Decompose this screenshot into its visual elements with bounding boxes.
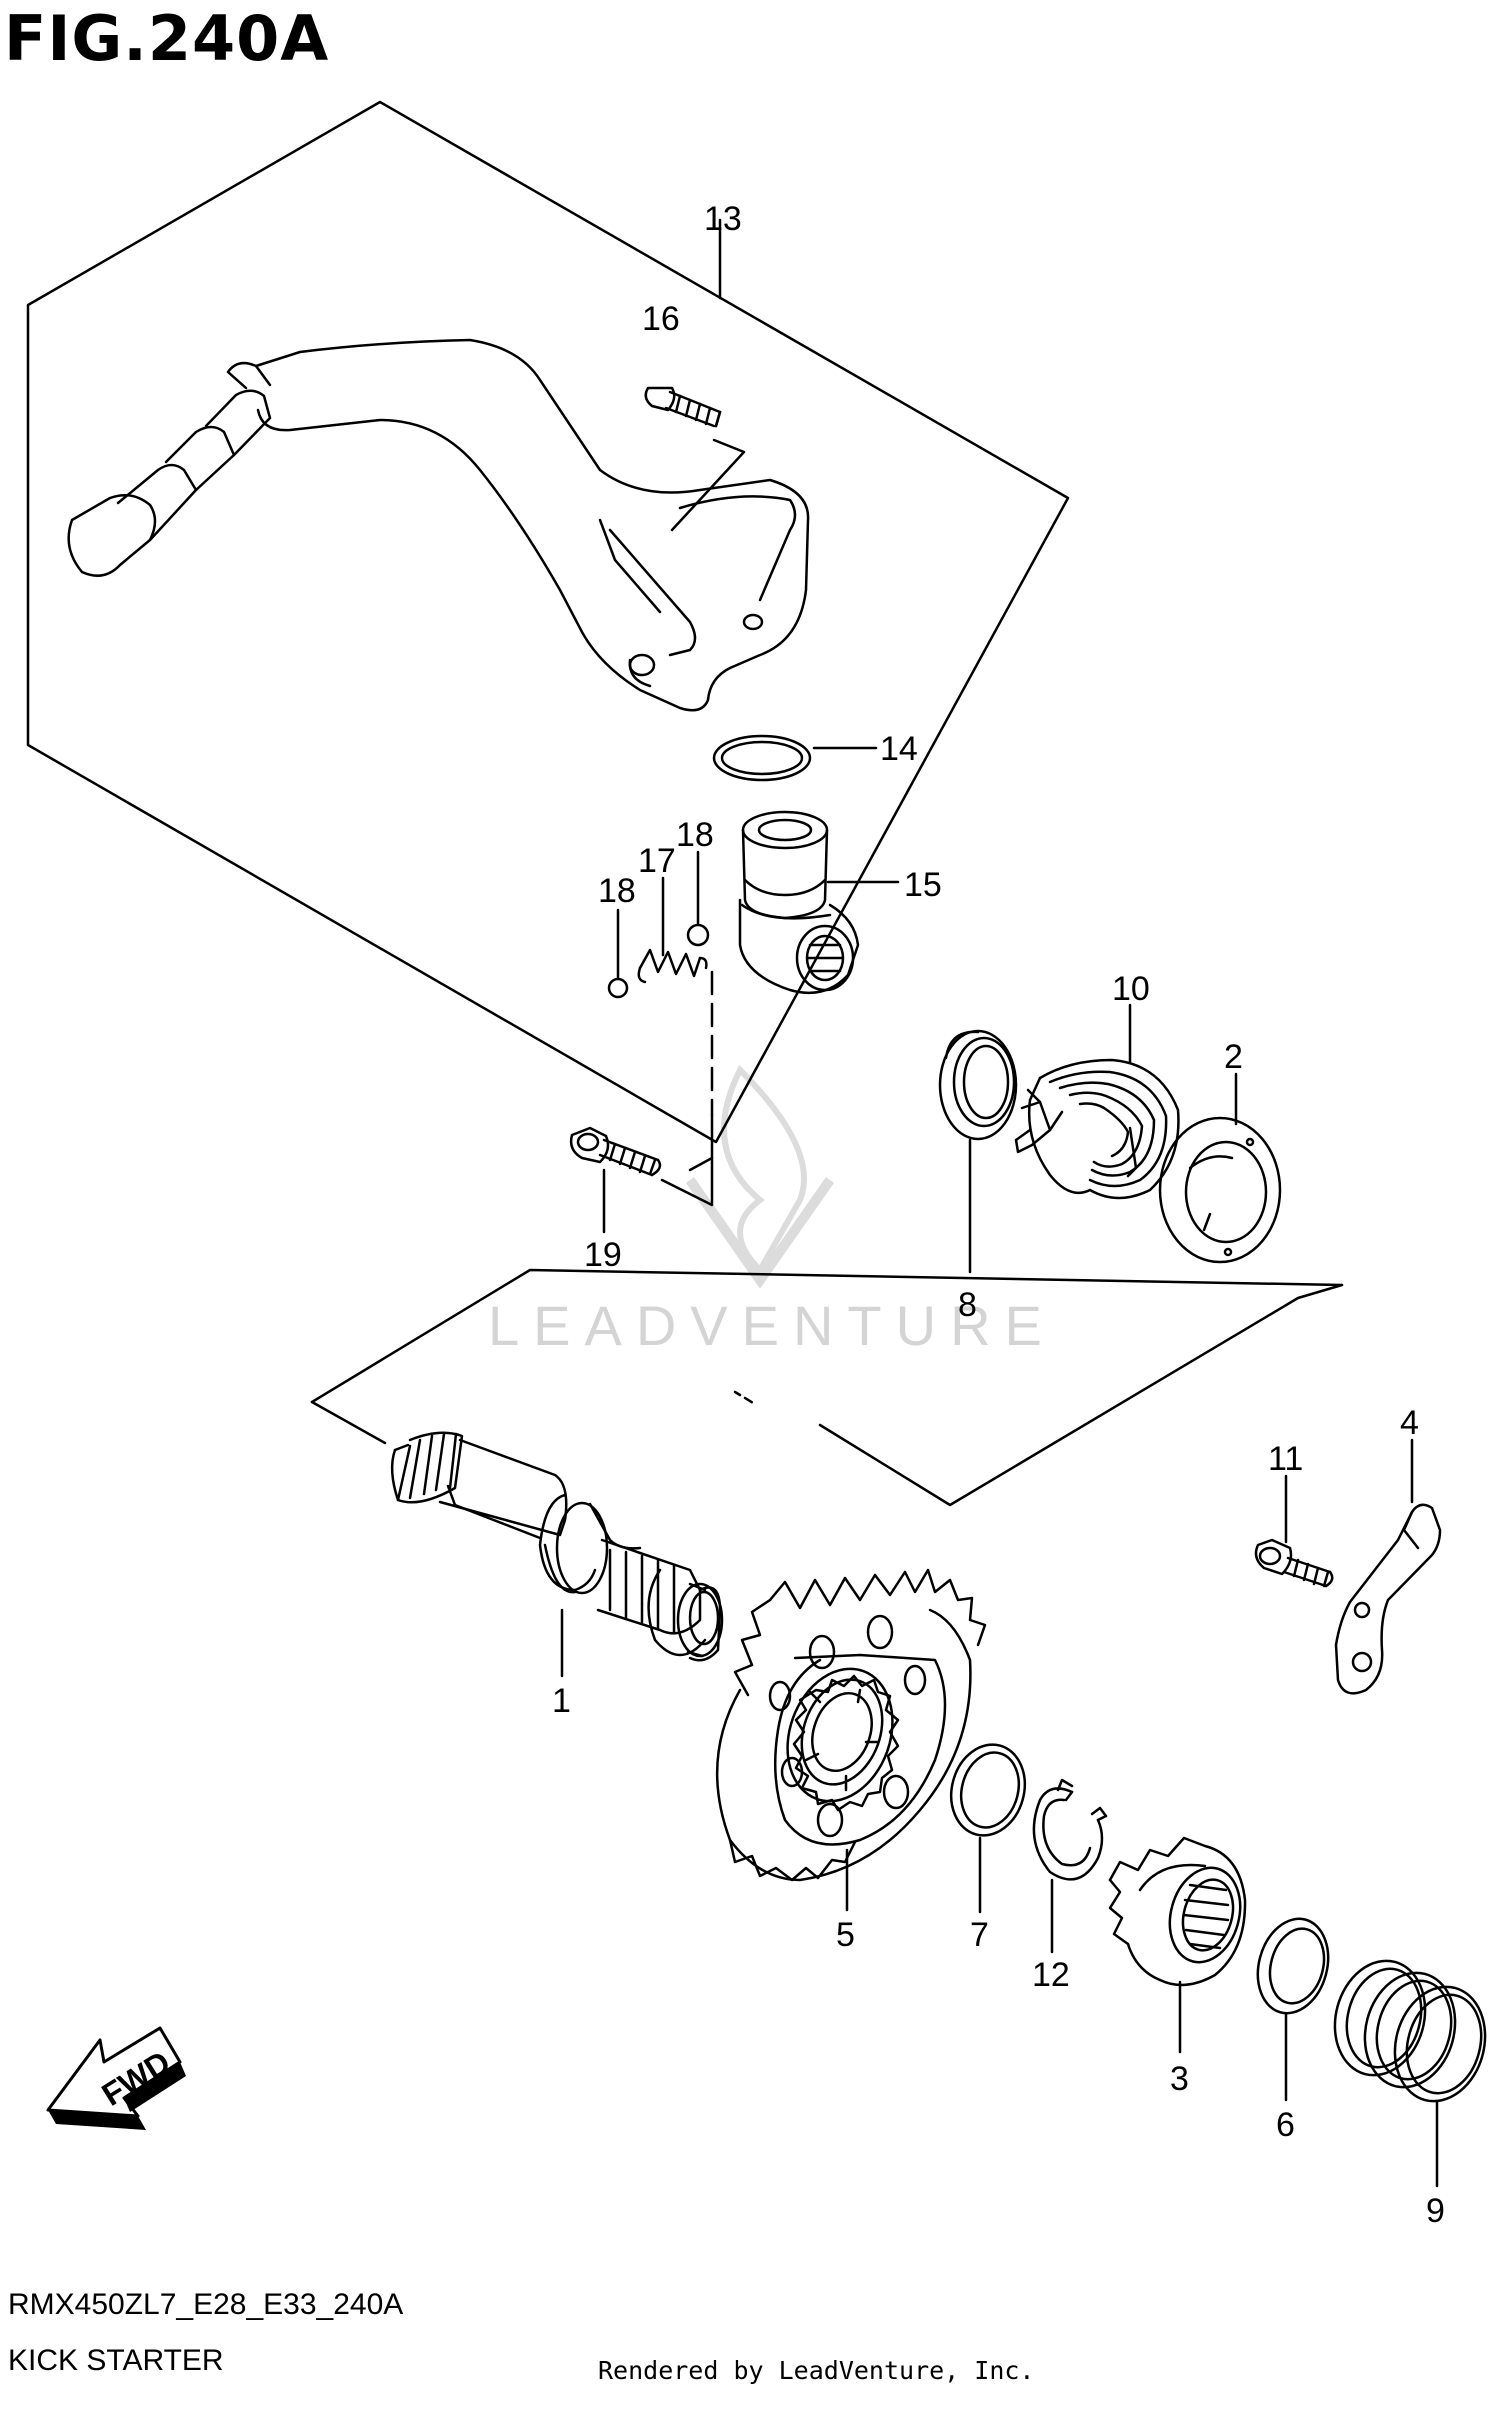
kick-shaft-1-part bbox=[390, 1431, 724, 1662]
callout-13: 13 bbox=[704, 200, 742, 238]
fwd-arrow-icon: FWD bbox=[46, 2026, 186, 2130]
callout-10: 10 bbox=[1112, 970, 1150, 1008]
callout-18a: 18 bbox=[598, 872, 636, 910]
callout-1: 1 bbox=[552, 1682, 571, 1720]
callout-5: 5 bbox=[836, 1916, 855, 1954]
spring-9-part bbox=[1333, 1959, 1487, 2103]
callout-11: 11 bbox=[1268, 1440, 1303, 1478]
callout-14: 14 bbox=[880, 730, 918, 768]
ratchet-3-part bbox=[1108, 1836, 1247, 1987]
watermark: LEADVENTURE bbox=[488, 1064, 1056, 1357]
kick-spring-10-part bbox=[1014, 1058, 1180, 1200]
callout-3: 3 bbox=[1170, 2060, 1189, 2098]
callout-9: 9 bbox=[1426, 2192, 1445, 2230]
callout-17: 17 bbox=[638, 842, 676, 880]
callout-7: 7 bbox=[970, 1916, 989, 1954]
shaft-assembly-box bbox=[310, 1268, 1344, 1404]
callout-4: 4 bbox=[1400, 1404, 1419, 1442]
callout-12: 12 bbox=[1032, 1956, 1070, 1994]
callout-8: 8 bbox=[958, 1286, 977, 1324]
kick-lever-part bbox=[67, 338, 810, 712]
circlip-12-part bbox=[1032, 1778, 1108, 1881]
bolt-16-leader bbox=[670, 438, 746, 532]
ball-18a-part bbox=[607, 977, 629, 999]
spring-17-part bbox=[637, 948, 708, 984]
washer-2-part bbox=[1158, 1116, 1282, 1264]
kick-lever-assembly-box bbox=[26, 100, 1070, 1144]
callout-16: 16 bbox=[642, 300, 680, 338]
washer-7-part bbox=[949, 1743, 1027, 1837]
render-credit: Rendered by LeadVenture, Inc. bbox=[598, 2356, 1035, 2385]
watermark-text: LEADVENTURE bbox=[488, 1294, 1056, 1357]
figure-title: FIG.240A bbox=[4, 2, 330, 75]
callout-19: 19 bbox=[584, 1236, 622, 1274]
bolt-11-part bbox=[1254, 1538, 1334, 1588]
ball-18b-part bbox=[686, 923, 710, 947]
o-ring-14-part bbox=[712, 734, 812, 782]
guide-plate-4-part bbox=[1334, 1503, 1442, 1695]
callout-18b: 18 bbox=[676, 816, 714, 854]
kick-gear-5-part bbox=[715, 1568, 987, 1882]
callout-15: 15 bbox=[904, 866, 942, 904]
callout-2: 2 bbox=[1224, 1038, 1243, 1076]
bolt-16-part bbox=[644, 386, 722, 428]
bolt-19-part bbox=[569, 1126, 662, 1177]
kick-ratchet-15-part bbox=[738, 810, 860, 995]
callout-6: 6 bbox=[1276, 2106, 1295, 2144]
figure-name: KICK STARTER bbox=[8, 2344, 224, 2377]
oil-seal-8-part bbox=[938, 1029, 1018, 1141]
figure-code: RMX450ZL7_E28_E33_240A bbox=[8, 2288, 404, 2321]
washer-6-part bbox=[1256, 1917, 1330, 2015]
